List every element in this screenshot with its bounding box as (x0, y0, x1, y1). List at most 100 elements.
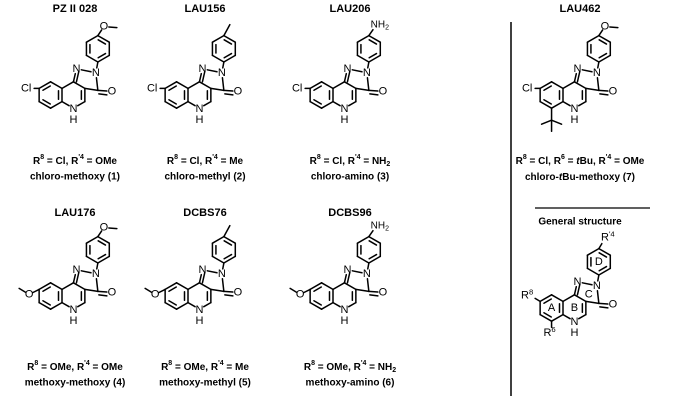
n-atom: N (363, 268, 371, 280)
bond (539, 81, 553, 90)
n-atom: N (218, 268, 226, 280)
bond (368, 229, 374, 238)
bond (368, 290, 379, 293)
o-atom: O (379, 286, 388, 298)
nh-atom: N (69, 304, 77, 316)
bond (343, 273, 348, 284)
bond (211, 255, 225, 264)
bond (562, 81, 576, 90)
h-atom: H (340, 315, 348, 327)
bond (550, 81, 564, 90)
bond (85, 34, 99, 43)
cl-atom: Cl (147, 82, 157, 94)
bond (367, 262, 370, 270)
r8-label: R8 (521, 287, 533, 302)
bond (550, 313, 564, 322)
bond (211, 235, 225, 244)
bond (367, 61, 370, 69)
compound-code: DCBS96 (328, 207, 371, 219)
double-bond (598, 52, 608, 59)
bond (581, 282, 593, 286)
r6-label: R6 (543, 325, 555, 340)
bond (578, 100, 587, 107)
nh-atom: N (570, 103, 578, 115)
o-atom: O (609, 298, 618, 310)
substituent-caption: R8 = OMe, R'4 = OMe (27, 360, 123, 373)
bond (96, 61, 99, 69)
o-atom: O (108, 85, 117, 97)
bond (211, 54, 225, 63)
bond (609, 26, 619, 29)
double-bond (369, 294, 379, 297)
double-bond (576, 283, 581, 296)
bond (164, 81, 178, 90)
o-atom: O (108, 286, 117, 298)
n-atom: N (573, 63, 581, 75)
bond (343, 282, 357, 291)
bond (223, 290, 234, 293)
bond (539, 313, 553, 322)
double-bond (98, 93, 108, 96)
bond (72, 273, 77, 284)
bond (18, 287, 27, 294)
bond (223, 255, 237, 264)
bond (597, 61, 600, 69)
double-bond (97, 240, 107, 246)
bond (320, 81, 334, 90)
bond (97, 34, 111, 43)
double-bond (543, 85, 553, 91)
double-bond (598, 39, 608, 45)
n-atom: N (72, 264, 80, 276)
o-atom: O (25, 288, 34, 300)
ring-label-a: A (548, 302, 556, 314)
double-bond (201, 271, 206, 284)
bond (211, 34, 225, 43)
h-atom: H (69, 315, 77, 327)
o-atom: O (234, 286, 243, 298)
nh2-group: NH2 (371, 220, 389, 232)
double-bond (598, 252, 608, 258)
double-bond (368, 253, 378, 260)
compound-code: LAU462 (560, 3, 601, 15)
bond (222, 61, 225, 69)
h-atom: H (570, 327, 578, 339)
bond (164, 100, 178, 109)
bond (175, 282, 189, 291)
double-bond (97, 253, 107, 260)
n-atom: N (198, 63, 206, 75)
r4-label: R'4 (601, 229, 615, 244)
bond (108, 227, 118, 230)
double-bond (543, 99, 553, 105)
bond (368, 235, 382, 244)
bond (49, 100, 63, 109)
bond (210, 288, 225, 293)
bond (223, 54, 237, 63)
bond (539, 100, 553, 109)
o-atom: O (100, 21, 109, 33)
bond (356, 54, 370, 63)
bond (61, 81, 75, 90)
double-bond (42, 85, 52, 91)
substituent-caption: R8 = OMe, R'4 = Me (161, 360, 249, 373)
bond (550, 294, 564, 303)
cl-atom: Cl (522, 82, 532, 94)
bond (203, 301, 212, 308)
bond (80, 270, 92, 274)
bond (85, 255, 99, 264)
compound-name: chloro-methoxy (1) (30, 172, 120, 183)
double-bond (223, 253, 233, 260)
o-atom: O (100, 222, 109, 234)
bond (206, 69, 218, 73)
bond (586, 34, 600, 43)
bond (61, 282, 75, 291)
ring-label-c: C (585, 288, 593, 300)
double-bond (576, 70, 581, 83)
